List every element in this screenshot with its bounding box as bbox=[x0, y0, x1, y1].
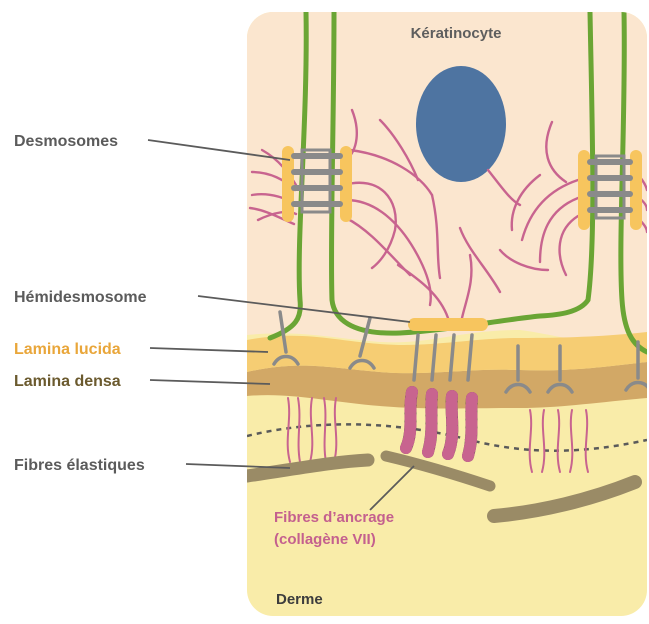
label-derme: Derme bbox=[276, 591, 323, 608]
label-lamina-densa: Lamina densa bbox=[14, 373, 121, 390]
nucleus bbox=[416, 66, 506, 182]
label-lamina-lucida: Lamina lucida bbox=[14, 341, 121, 358]
label-collagene-vii: (collagène VII) bbox=[274, 531, 376, 548]
label-hemidesmosome: Hémidesmosome bbox=[14, 289, 147, 306]
label-fibres-ancrage: Fibres d’ancrage bbox=[274, 509, 394, 526]
label-fibres-elastiques: Fibres élastiques bbox=[14, 457, 145, 474]
hemidesmosome-plaque bbox=[408, 318, 488, 331]
label-desmosomes: Desmosomes bbox=[14, 133, 118, 150]
title-keratinocyte: Kératinocyte bbox=[411, 25, 502, 42]
